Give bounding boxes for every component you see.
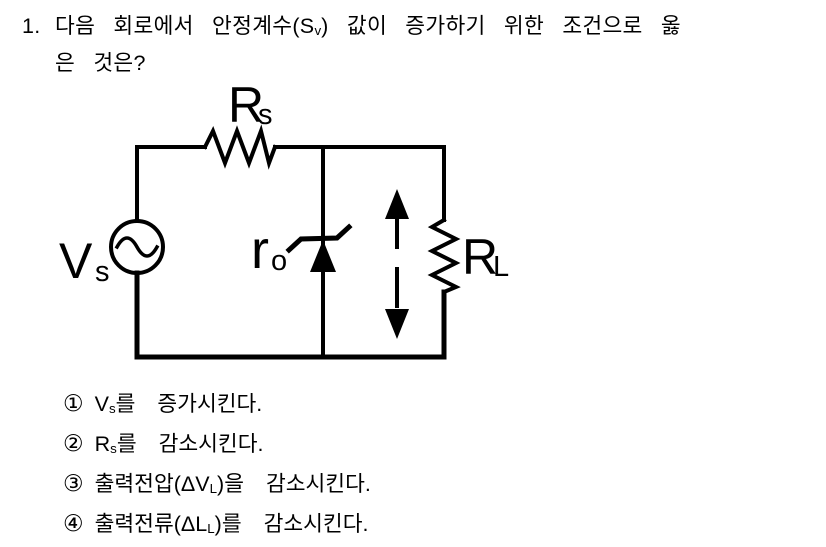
wire-top-right xyxy=(273,145,446,222)
option-4-number: ④ xyxy=(63,510,84,536)
question-line1-pre: 다음 회로에서 안정계수(S xyxy=(55,14,315,38)
zener-diode-triangle xyxy=(310,240,336,272)
label-rl-sub: L xyxy=(493,251,509,283)
label-rs: R xyxy=(228,82,264,133)
option-1-number: ① xyxy=(63,390,84,416)
question-number: 1. xyxy=(22,14,41,38)
arrow-down-head-icon xyxy=(385,309,409,339)
wire-top-left xyxy=(135,145,207,223)
option-2-pre: R xyxy=(94,432,111,456)
label-vs-sub: s xyxy=(95,256,110,288)
label-rs-sub: s xyxy=(258,99,273,131)
question-line1-post: ) 값이 증가하기 위한 조건으로 옳 xyxy=(321,14,681,38)
option-2-post: 를 감소시킨다. xyxy=(116,432,264,456)
label-ro-sub: o xyxy=(271,245,287,277)
option-3-sub: L xyxy=(209,480,218,496)
option-3-number: ③ xyxy=(63,470,84,496)
zener-cathode-bar xyxy=(285,223,353,254)
label-ro: r xyxy=(251,220,269,280)
ac-source-sine-icon xyxy=(114,236,160,258)
circuit-diagram: R s V s r o R L xyxy=(55,77,515,372)
option-3: ③ 출력전압(ΔVL)을 감소시킨다. xyxy=(63,463,371,503)
wire-bottom xyxy=(134,270,447,360)
resistor-rs xyxy=(202,124,278,170)
label-vs: V xyxy=(59,233,93,289)
option-1-pre: V xyxy=(94,392,109,416)
option-4: ④ 출력전류(ΔLL)를 감소시킨다. xyxy=(63,503,371,543)
option-2-number: ② xyxy=(63,430,84,456)
circuit-svg: R s V s r o R L xyxy=(59,77,509,360)
option-1-sub: s xyxy=(108,400,116,416)
option-3-pre: 출력전압(ΔV xyxy=(94,472,210,496)
option-1-post: 를 증가시킨다. xyxy=(115,392,263,416)
option-3-post: )을 감소시킨다. xyxy=(217,472,371,496)
label-rl: R xyxy=(462,229,498,285)
arrow-up-head-icon xyxy=(385,189,409,219)
resistor-rl xyxy=(427,217,461,295)
question-subscript: v xyxy=(314,22,322,38)
question-line2: 은 것은? xyxy=(55,51,146,75)
option-4-pre: 출력전류(ΔL xyxy=(94,512,208,536)
ac-source-circle xyxy=(109,219,165,275)
option-4-post: )를 감소시킨다. xyxy=(214,512,369,536)
option-2-sub: s xyxy=(110,440,117,456)
option-4-sub: L xyxy=(207,520,215,536)
